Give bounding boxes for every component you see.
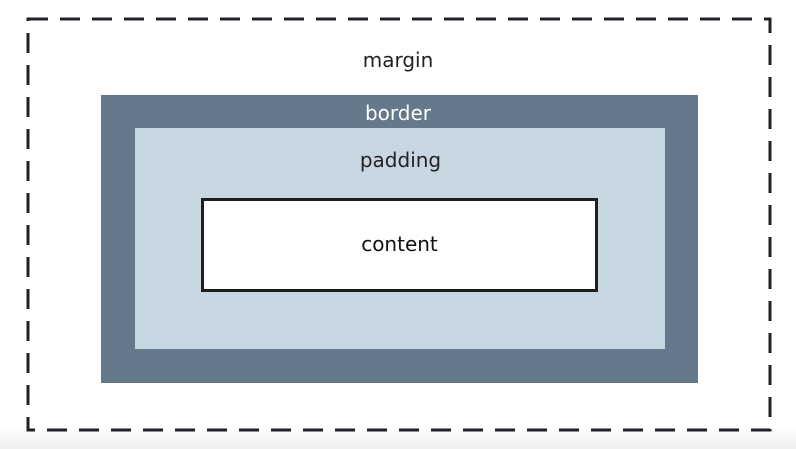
padding-label: padding [359, 148, 442, 172]
bottom-shade [0, 426, 796, 449]
content-box [201, 198, 598, 292]
margin-label: margin [362, 48, 434, 72]
margin-dashed-outline [26, 17, 772, 432]
border-label: border [364, 101, 432, 125]
content-label: content [361, 232, 438, 256]
